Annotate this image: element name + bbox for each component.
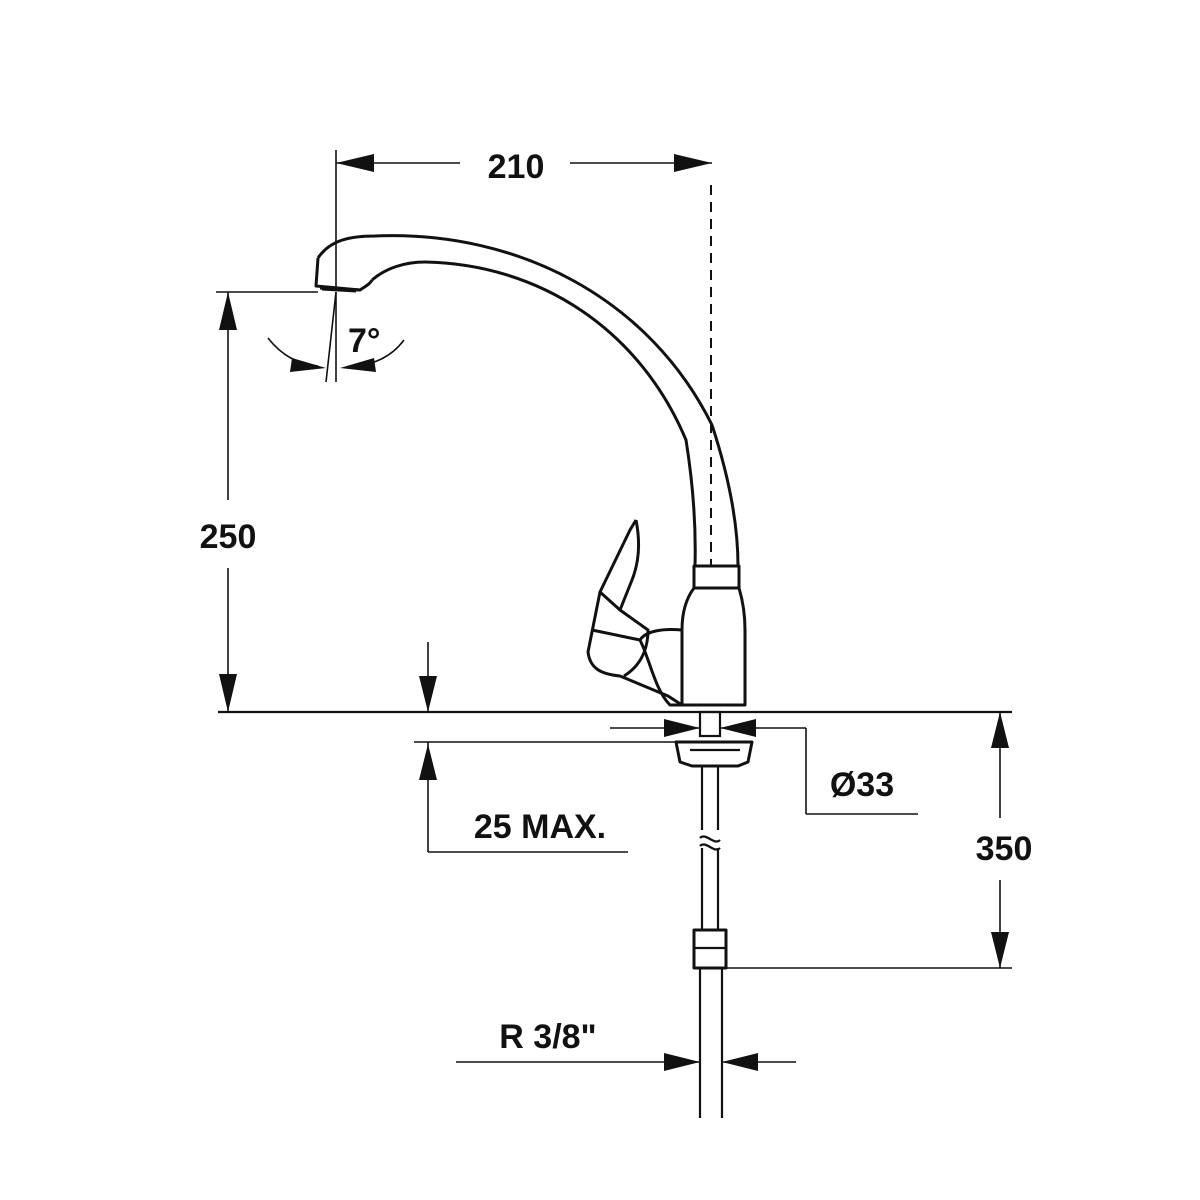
faucet-body [314, 234, 747, 707]
under-deck-assembly [674, 710, 754, 1118]
dim-reach: 210 [335, 148, 712, 290]
dim-hose-length: 350 [726, 712, 1033, 969]
dim-height-label: 250 [200, 518, 257, 556]
dim-base-diameter: Ø33 [610, 719, 918, 815]
dim-thread-label: R 3/8" [499, 1018, 596, 1056]
dim-deck-thickness: 25 MAX. [414, 642, 676, 853]
dim-angle-label: 7° [348, 322, 381, 360]
dim-thread: R 3/8" [456, 1018, 796, 1071]
dim-angle: 7° [267, 291, 405, 383]
dim-reach-label: 210 [488, 148, 545, 186]
dim-base-diameter-label: Ø33 [830, 766, 894, 804]
dim-deck-thickness-label: 25 MAX. [474, 808, 606, 846]
dim-hose-length-label: 350 [976, 830, 1033, 868]
dim-height: 250 [200, 291, 318, 712]
